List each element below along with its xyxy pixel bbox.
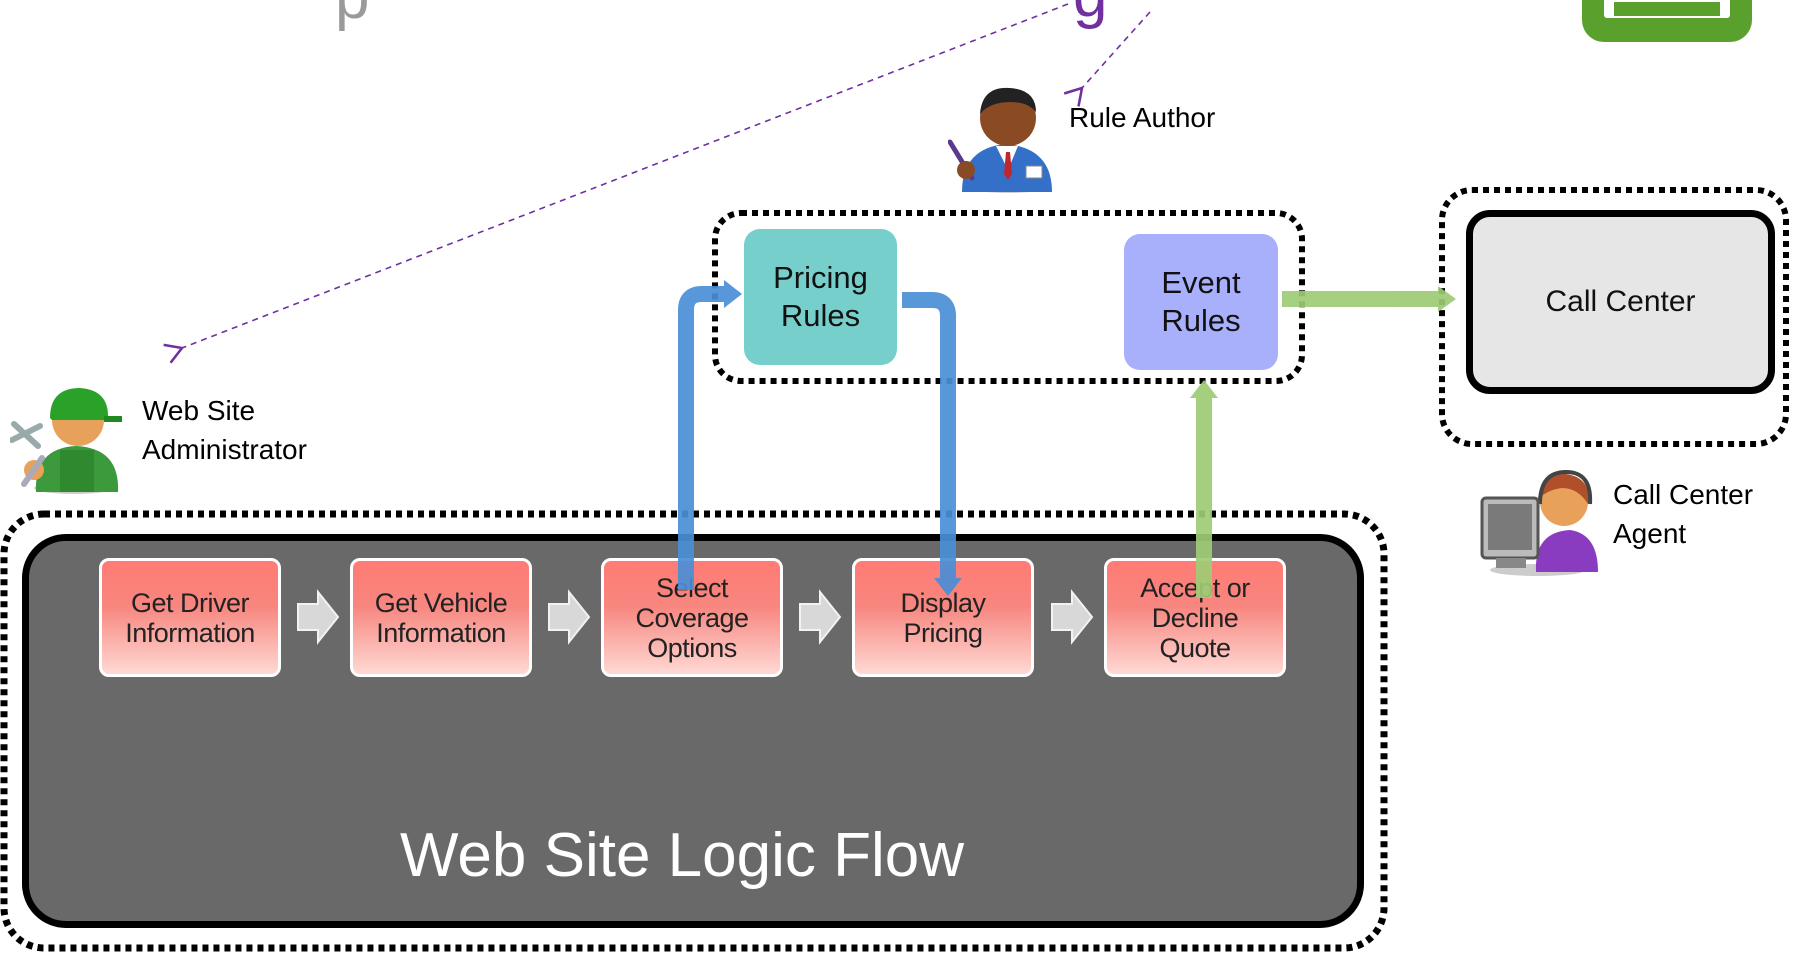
step-text-line1: Accept or	[1140, 572, 1250, 603]
step-text-line2: Coverage	[635, 602, 749, 633]
pricing-rules-line2: Rules	[780, 298, 861, 333]
call-center-box: Call Center	[1466, 210, 1775, 394]
call-agent-label-line1: Call Center	[1613, 479, 1754, 510]
dashed-link-to-author	[1063, 11, 1151, 107]
green-arrowhead-icon	[1190, 380, 1218, 398]
step-text-line2: Decline	[1151, 602, 1239, 633]
step-text-line1: Get Driver	[130, 587, 250, 618]
blue-arrowhead-icon	[724, 280, 742, 308]
rule-author-person-icon	[947, 74, 1058, 194]
step-text-line2: Pricing	[903, 617, 983, 648]
green-arrowhead-icon	[1438, 286, 1456, 312]
partial-title-right: g	[1073, 0, 1107, 31]
event-rules-line1: Event	[1161, 265, 1241, 300]
logic-flow-title: Web Site Logic Flow	[400, 821, 964, 890]
chevron-right-icon	[548, 589, 591, 645]
call-agent-label-line2: Agent	[1613, 518, 1687, 549]
step-text-line3: Options	[647, 632, 737, 663]
web-admin-mechanic-icon	[9, 374, 126, 494]
step-text-line2: Information	[125, 617, 255, 648]
blue-arrow-to-pricing	[678, 286, 726, 590]
rule-author-label: Rule Author	[1069, 102, 1216, 133]
call-center-agent-icon	[1474, 454, 1598, 578]
logo-corner-icon	[1582, 0, 1752, 42]
step-text-line1: Display	[900, 587, 986, 618]
event-rules-line2: Rules	[1161, 303, 1241, 338]
step-text-line2: Information	[376, 617, 506, 648]
call-center-label: Call Center	[1545, 285, 1696, 318]
partial-title-left: p	[335, 0, 369, 33]
blue-arrowhead-icon	[934, 578, 962, 596]
chevron-right-icon	[1051, 589, 1094, 645]
dashed-link-to-admin	[163, 3, 1069, 364]
chevron-right-icon	[297, 589, 340, 645]
web-admin-label-line2: Administrator	[142, 434, 307, 465]
pricing-rules-line1: Pricing	[773, 260, 868, 295]
blue-arrow-to-display	[902, 292, 956, 580]
step-text-line3: Quote	[1159, 632, 1231, 663]
chevron-right-icon	[799, 589, 842, 645]
web-admin-label-line1: Web Site	[142, 395, 256, 426]
step-text-line1: Get Vehicle	[374, 587, 508, 618]
